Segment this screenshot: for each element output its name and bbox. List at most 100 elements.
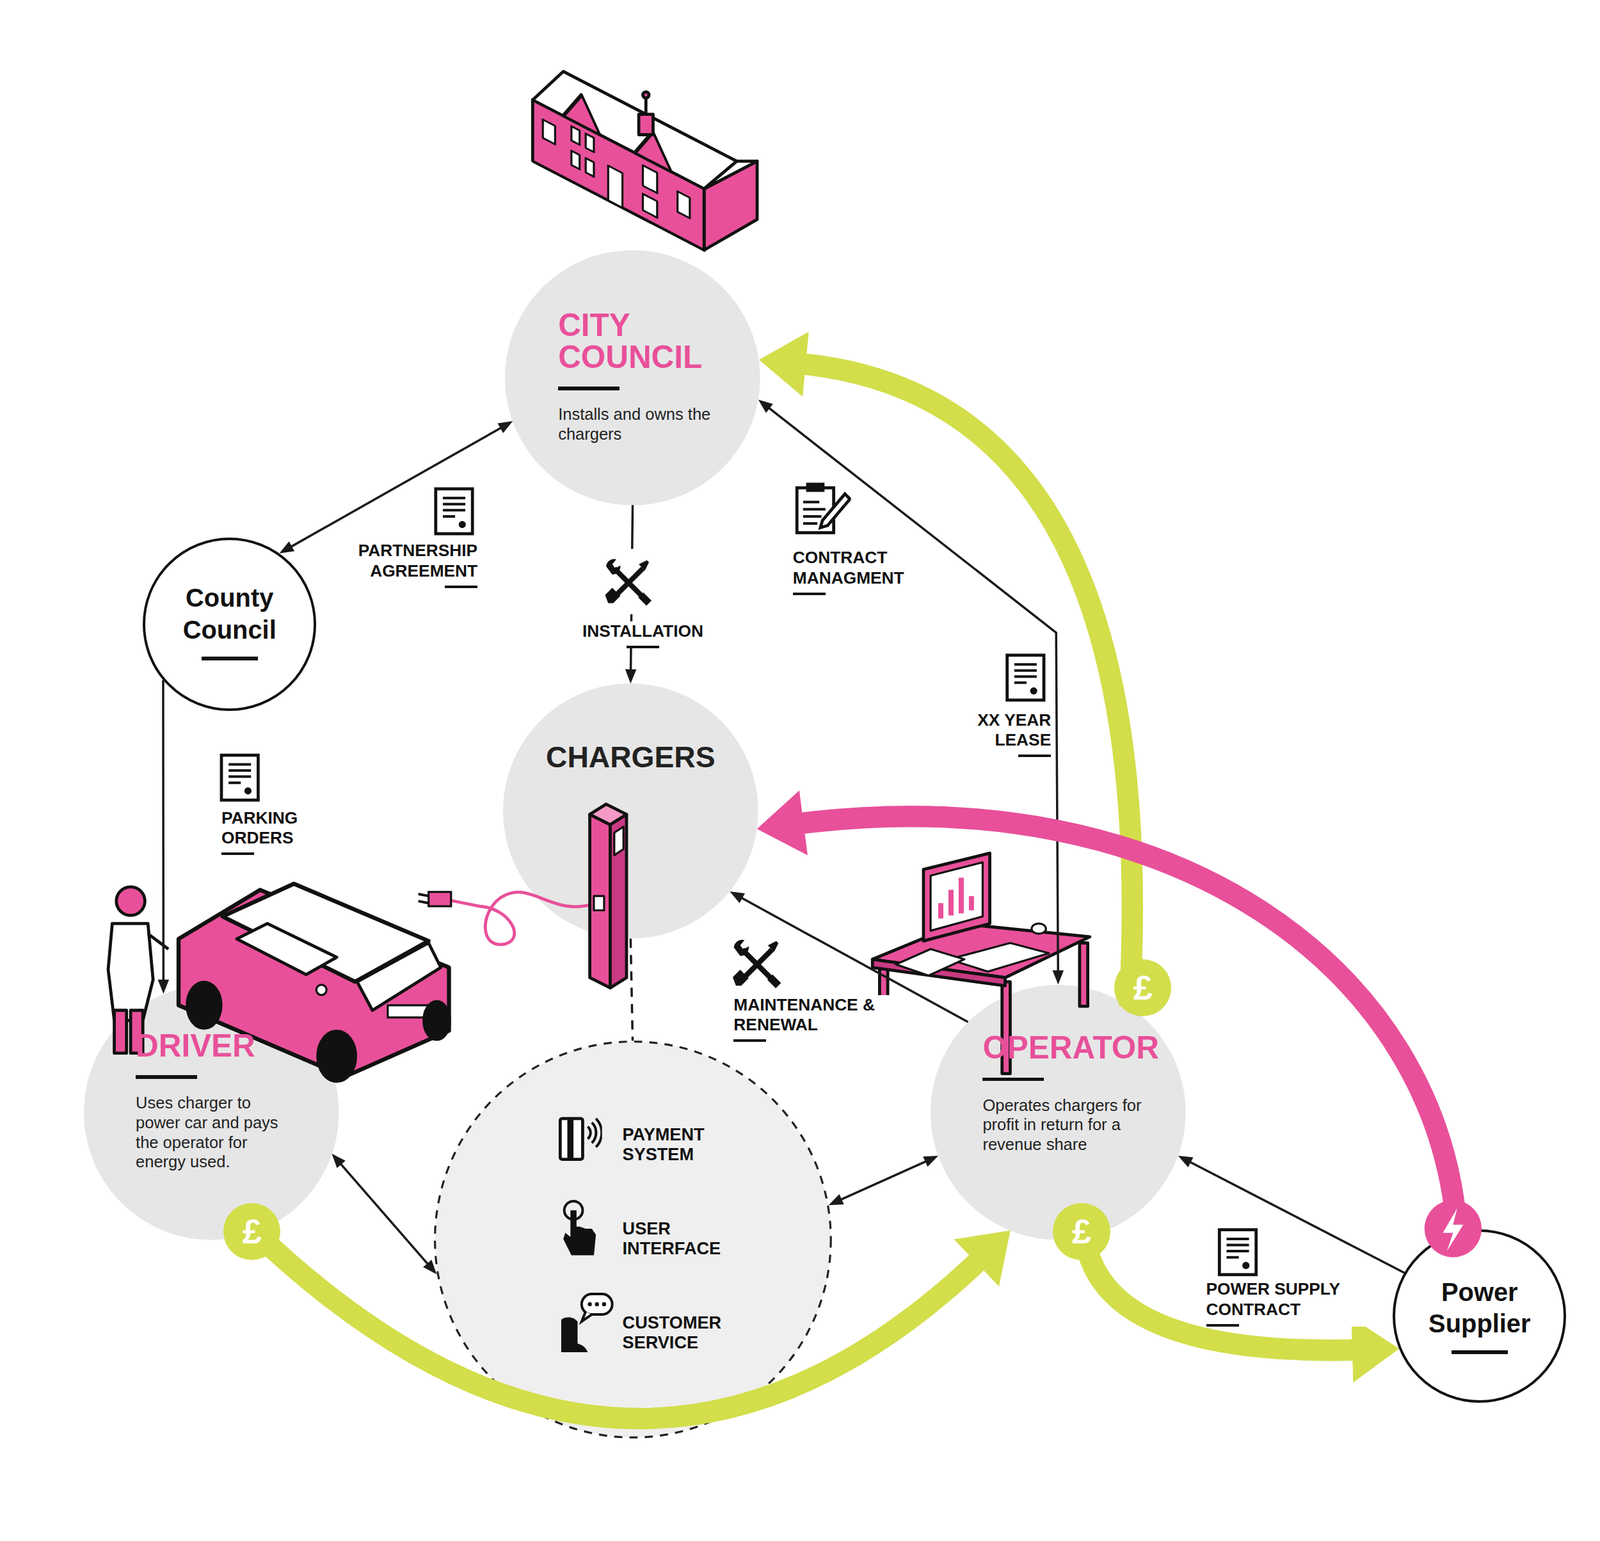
money-flow [759, 331, 1133, 1007]
arrow-head [759, 331, 809, 397]
operator-circle: OPERATOR Operates chargers for profit in … [930, 984, 1186, 1241]
charger-cable [418, 894, 429, 904]
town-hall [532, 99, 704, 251]
town-hall [644, 96, 648, 114]
town-hall [638, 114, 653, 136]
electric-car [357, 943, 441, 1011]
town-hall [704, 161, 758, 189]
node-text: Installs and owns the chargers [558, 404, 712, 444]
electric-car [424, 1002, 449, 1039]
circle-outline [144, 538, 315, 710]
town-hall [704, 161, 758, 251]
operator-desk [930, 862, 983, 932]
circle-outline [503, 683, 759, 939]
arrow-head [757, 790, 808, 856]
electric-car [178, 883, 450, 1081]
icons [221, 482, 1257, 1353]
power-flow [757, 790, 1458, 1233]
arrow-head [1052, 970, 1064, 985]
icons [796, 482, 850, 533]
arrow-head [158, 979, 170, 994]
town-hall [532, 71, 737, 189]
town-hall [642, 92, 649, 99]
charger-cable [449, 892, 597, 945]
charger-post [614, 826, 624, 856]
text-group: OPERATOR Operates chargers for profit in … [982, 1031, 1177, 1154]
charger-cable [428, 892, 452, 907]
town-hall [532, 69, 704, 250]
electric-car [178, 890, 450, 1078]
services-circle: PAYMENT SYSTEMUSER INTERFACECUSTOMER SER… [433, 1040, 832, 1439]
operator-desk [872, 959, 1005, 986]
connector-line [289, 426, 503, 548]
circle-shape [503, 683, 759, 939]
icons [563, 1201, 596, 1256]
driver-figure [130, 1010, 143, 1054]
node-title: OPERATOR [982, 1031, 1177, 1081]
circle-outline [930, 984, 1186, 1241]
operator-desk [896, 949, 965, 976]
driver-figure [108, 923, 153, 1021]
relation-line [331, 1153, 437, 1275]
connector-line [798, 363, 1133, 1007]
arrow-head [625, 669, 637, 684]
driver-figure [108, 887, 169, 1054]
town-hall [608, 165, 623, 208]
driver-figure [116, 887, 146, 916]
icons [221, 755, 258, 800]
connector-line [740, 897, 969, 1023]
currency-badge: £ [223, 1203, 281, 1261]
node-title: County Council [163, 582, 296, 660]
lightning-badge [1442, 1208, 1464, 1252]
relation-line [828, 1155, 939, 1206]
currency-badge: £ [1114, 959, 1172, 1017]
council-circle: CITY COUNCILInstalls and owns the charge… [504, 250, 761, 506]
town-hall [642, 193, 657, 218]
charger-post [590, 804, 627, 825]
connector-line [839, 1160, 928, 1201]
electric-car [236, 923, 337, 975]
connector-line [339, 1162, 429, 1266]
text-group: County Council [163, 582, 296, 660]
node-title: Power Supplier [1413, 1276, 1546, 1355]
connector-line [1084, 1237, 1360, 1351]
town-hall [563, 85, 600, 136]
stakeholder-circle: Power Supplier [1392, 1229, 1567, 1403]
operator-desk [872, 923, 1090, 978]
arrow-head [497, 421, 513, 434]
icons [1219, 1230, 1256, 1275]
node-text: Operates chargers for profit in return f… [982, 1095, 1151, 1155]
currency-badge: £ [1052, 1203, 1110, 1261]
node-title: DRIVER [135, 1029, 310, 1080]
text-group: DRIVERUses charger to power car and pays… [135, 1029, 310, 1172]
edge-label: MAINTENANCE & RENEWAL [731, 995, 907, 1042]
town-hall [571, 126, 580, 145]
town-hall [532, 69, 758, 250]
connector-line [630, 938, 633, 1041]
charger-post [590, 804, 627, 989]
operator-desk [1031, 923, 1046, 934]
icons [1007, 655, 1044, 701]
money-flow [254, 1230, 1011, 1419]
stakeholder-circle: County Council [142, 537, 317, 712]
town-hall [642, 165, 657, 193]
relation-line [279, 421, 513, 554]
relation-line [158, 680, 170, 994]
connector-line [161, 680, 165, 982]
node-text: USER INTERFACE [622, 1218, 761, 1259]
relation-line [630, 938, 633, 1041]
arrow-head [758, 400, 774, 414]
operator-desk [879, 967, 888, 1032]
driver-figure [147, 933, 169, 950]
node-text: CUSTOMER SERVICE [622, 1312, 761, 1353]
charger-post [609, 814, 627, 989]
relation-line [1178, 1155, 1405, 1273]
chargers-circle: CHARGERS [503, 683, 759, 939]
operator-desk [949, 943, 1049, 973]
circle-shape [83, 984, 340, 1241]
icons [561, 1294, 613, 1353]
operator-desk [1079, 943, 1088, 1007]
operator-desk [940, 877, 972, 919]
charger-post [590, 814, 611, 989]
